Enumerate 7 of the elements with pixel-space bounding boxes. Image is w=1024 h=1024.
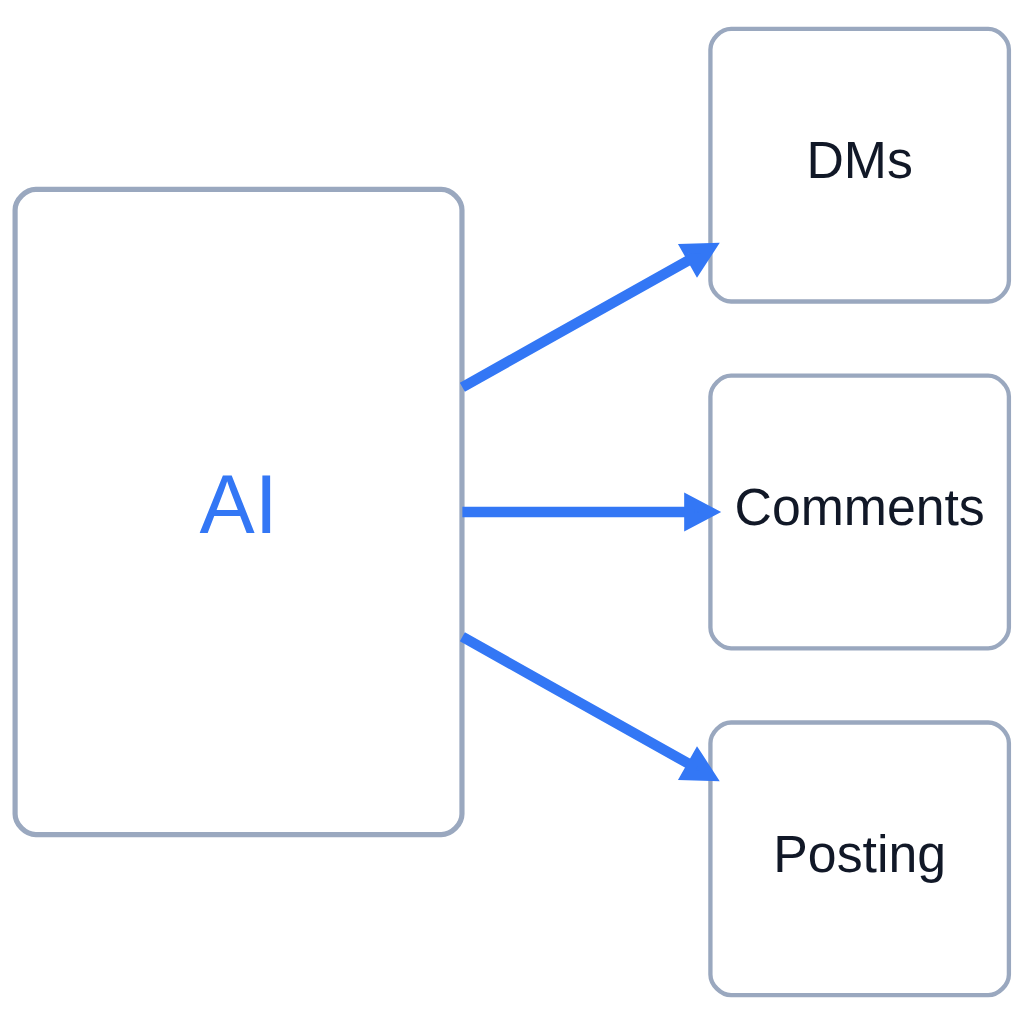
arrow <box>459 632 720 782</box>
arrow <box>462 492 722 532</box>
node-box: DMs <box>708 26 1012 304</box>
node-box: AI <box>12 186 465 838</box>
node-box: Posting <box>708 720 1012 998</box>
node-box: Comments <box>708 373 1012 651</box>
arrow <box>459 242 720 392</box>
